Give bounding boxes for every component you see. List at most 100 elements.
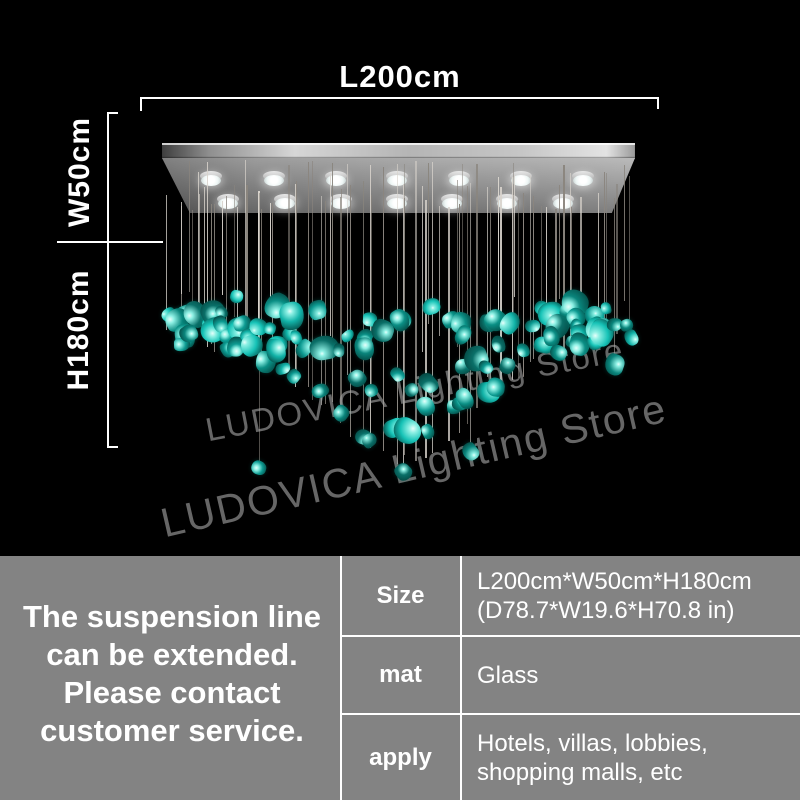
glass-stone (262, 320, 278, 336)
spec-value-material: Glass (477, 661, 539, 689)
suspension-wire (529, 174, 531, 363)
glass-stone (601, 351, 627, 378)
suspension-wire (456, 179, 458, 347)
suspension-wire (325, 200, 327, 404)
glass-stone (486, 375, 506, 398)
downlight-glow (449, 175, 469, 186)
spec-value-size: L200cm*W50cm*H180cm (D78.7*W19.6*H70.8 i… (477, 567, 752, 624)
suspension-wire (311, 160, 313, 401)
suspension-wire (467, 186, 469, 425)
glass-stone (391, 460, 415, 484)
suspension-wire (624, 165, 626, 302)
glass-stone (498, 356, 517, 376)
suspension-wire (604, 172, 605, 341)
suspension-wire (369, 164, 371, 448)
glass-stone (420, 297, 442, 318)
suspension-wire (513, 174, 515, 298)
glass-stone (330, 402, 352, 424)
suspension-wire (403, 164, 405, 338)
spec-label-material: mat (379, 661, 422, 688)
suspension-wire (580, 197, 582, 345)
suspension-wire (616, 183, 619, 335)
downlight (496, 194, 518, 210)
width-dimension-label: W50cm (63, 116, 96, 228)
suspension-wire (211, 204, 213, 344)
downlight (448, 171, 470, 187)
length-dimension-label: L200cm (339, 59, 461, 94)
suspension-wire (330, 173, 332, 336)
glass-stone (413, 393, 439, 419)
suspension-wire (166, 195, 168, 331)
length-dimension-tick-left (140, 97, 142, 111)
glass-stone (277, 299, 308, 333)
suspension-wire (288, 164, 291, 370)
suspension-wire (438, 206, 440, 337)
table-divider-vertical-right (460, 556, 462, 800)
height-dimension-tick-bottom (107, 446, 118, 448)
spec-value-apply: Hotels, villas, lobbies, shopping malls,… (477, 729, 708, 786)
suspension-wire (234, 184, 236, 317)
suspension-wire (541, 205, 542, 353)
glass-stone (523, 318, 541, 333)
info-panel: The suspension line can be extended. Ple… (0, 556, 800, 800)
suspension-wire (225, 196, 227, 349)
width-height-dimension-line (107, 112, 109, 448)
suspension-wire (563, 164, 565, 356)
glass-stone (415, 370, 442, 397)
suspension-wire (628, 175, 630, 342)
suspension-wire (199, 193, 200, 306)
suspension-wire (555, 209, 558, 353)
suspension-wire (383, 167, 385, 452)
suspension-wire (518, 200, 519, 378)
suspension-wire (522, 204, 524, 377)
downlight (217, 194, 239, 210)
suspension-wire (204, 186, 206, 336)
glass-stone (249, 459, 269, 477)
suspension-wire (294, 183, 296, 387)
suspension-wire (489, 187, 491, 402)
glass-stone (362, 382, 380, 399)
suspension-wire (497, 177, 499, 327)
downlight (274, 194, 296, 210)
table-divider-row2 (340, 713, 800, 715)
notice-text: The suspension line can be extended. Ple… (23, 599, 321, 748)
suspension-wire (545, 207, 547, 351)
suspension-wire (332, 163, 334, 402)
downlight (325, 171, 347, 187)
table-divider-row1 (340, 635, 800, 637)
suspension-wire (605, 173, 607, 329)
glass-stone (305, 298, 329, 322)
suspension-wire (269, 203, 271, 297)
suspension-wire (296, 180, 298, 379)
glass-stone (419, 421, 438, 441)
suspension-wire (257, 191, 260, 353)
downlight (200, 171, 222, 187)
suspension-wire (307, 162, 309, 388)
suspension-wire (181, 201, 182, 294)
suspension-wire (487, 186, 489, 378)
suspension-wire (350, 184, 351, 438)
suspension-wire (261, 208, 263, 365)
suspension-wire (213, 204, 215, 353)
downlight (572, 171, 594, 187)
suspension-wire (570, 206, 572, 325)
downlight-glow (264, 175, 284, 186)
glass-stone (388, 364, 408, 385)
suspension-wire (427, 162, 429, 324)
suspension-wire (461, 164, 463, 344)
chandelier-photo-section: L200cm W50cm H180cm LUDOVICA Lighting St… (57, 59, 671, 546)
glass-stone (353, 336, 376, 362)
suspension-wire (347, 164, 349, 375)
suspension-wire (198, 172, 200, 318)
spec-label-size: Size (376, 581, 425, 609)
suspension-wire (192, 209, 194, 345)
suspension-wire (236, 207, 238, 354)
suspension-wire (470, 183, 471, 448)
suspension-wire (569, 172, 571, 346)
downlight-glow (326, 175, 346, 186)
downlight (441, 194, 463, 210)
width-height-dimension-separator (57, 241, 163, 243)
downlight (510, 171, 532, 187)
downlight-glow (218, 198, 238, 209)
suspension-wire (272, 203, 274, 360)
